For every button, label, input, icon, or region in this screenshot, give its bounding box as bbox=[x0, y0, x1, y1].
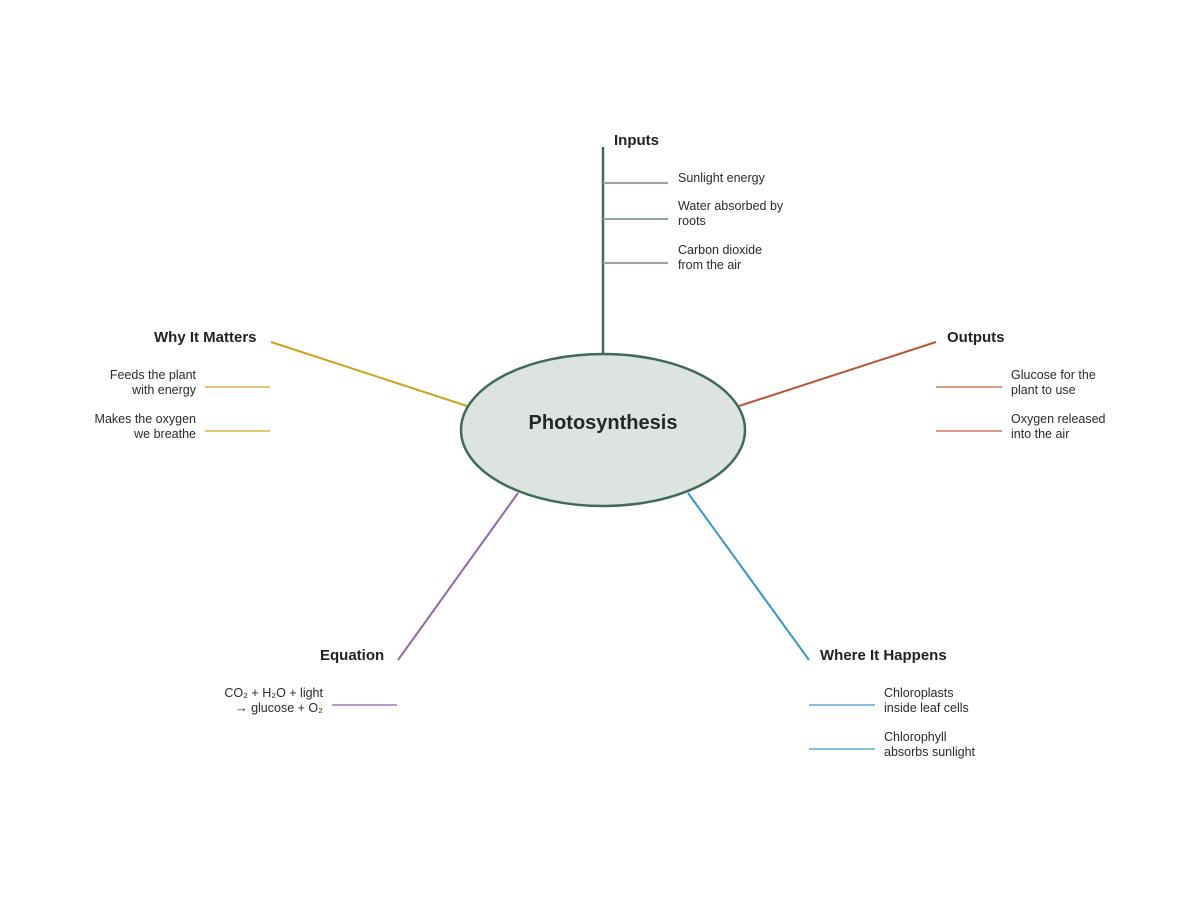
inputs-leaf-sunlight: Sunlight energy bbox=[678, 171, 765, 185]
inputs-leaf-water: Water absorbed by roots bbox=[678, 199, 784, 228]
outputs-title: Outputs bbox=[947, 329, 1005, 346]
why-branch-line bbox=[270, 341, 468, 407]
central-node-ellipse[interactable] bbox=[459, 352, 747, 508]
outputs-leaf-glucose: Glucose for the plant to use bbox=[1011, 368, 1096, 397]
why-leaf-oxygen: Makes the oxygen we breathe bbox=[94, 412, 196, 441]
where-title: Where It Happens bbox=[820, 647, 947, 664]
equation-branch-line bbox=[397, 492, 519, 661]
why-leaf-feeds-plant: Feeds the plant with energy bbox=[109, 368, 196, 397]
outputs-leaf-oxygen: Oxygen released into the air bbox=[1011, 412, 1106, 441]
outputs-branch-line bbox=[738, 341, 937, 407]
inputs-leaf-carbon-dioxide: Carbon dioxide from the air bbox=[678, 243, 763, 272]
equation-leaf-formula: CO₂ + H₂O + light → glucose + O₂ bbox=[224, 686, 323, 715]
where-leaf-chloroplasts: Chloroplasts inside leaf cells bbox=[884, 686, 969, 715]
where-leaf-chlorophyll: Chlorophyll absorbs sunlight bbox=[884, 730, 976, 759]
where-branch-line bbox=[687, 492, 810, 661]
central-topic-label: Photosynthesis bbox=[528, 412, 678, 434]
equation-title: Equation bbox=[320, 647, 385, 664]
why-title: Why It Matters bbox=[154, 329, 257, 346]
inputs-title: Inputs bbox=[614, 132, 659, 149]
